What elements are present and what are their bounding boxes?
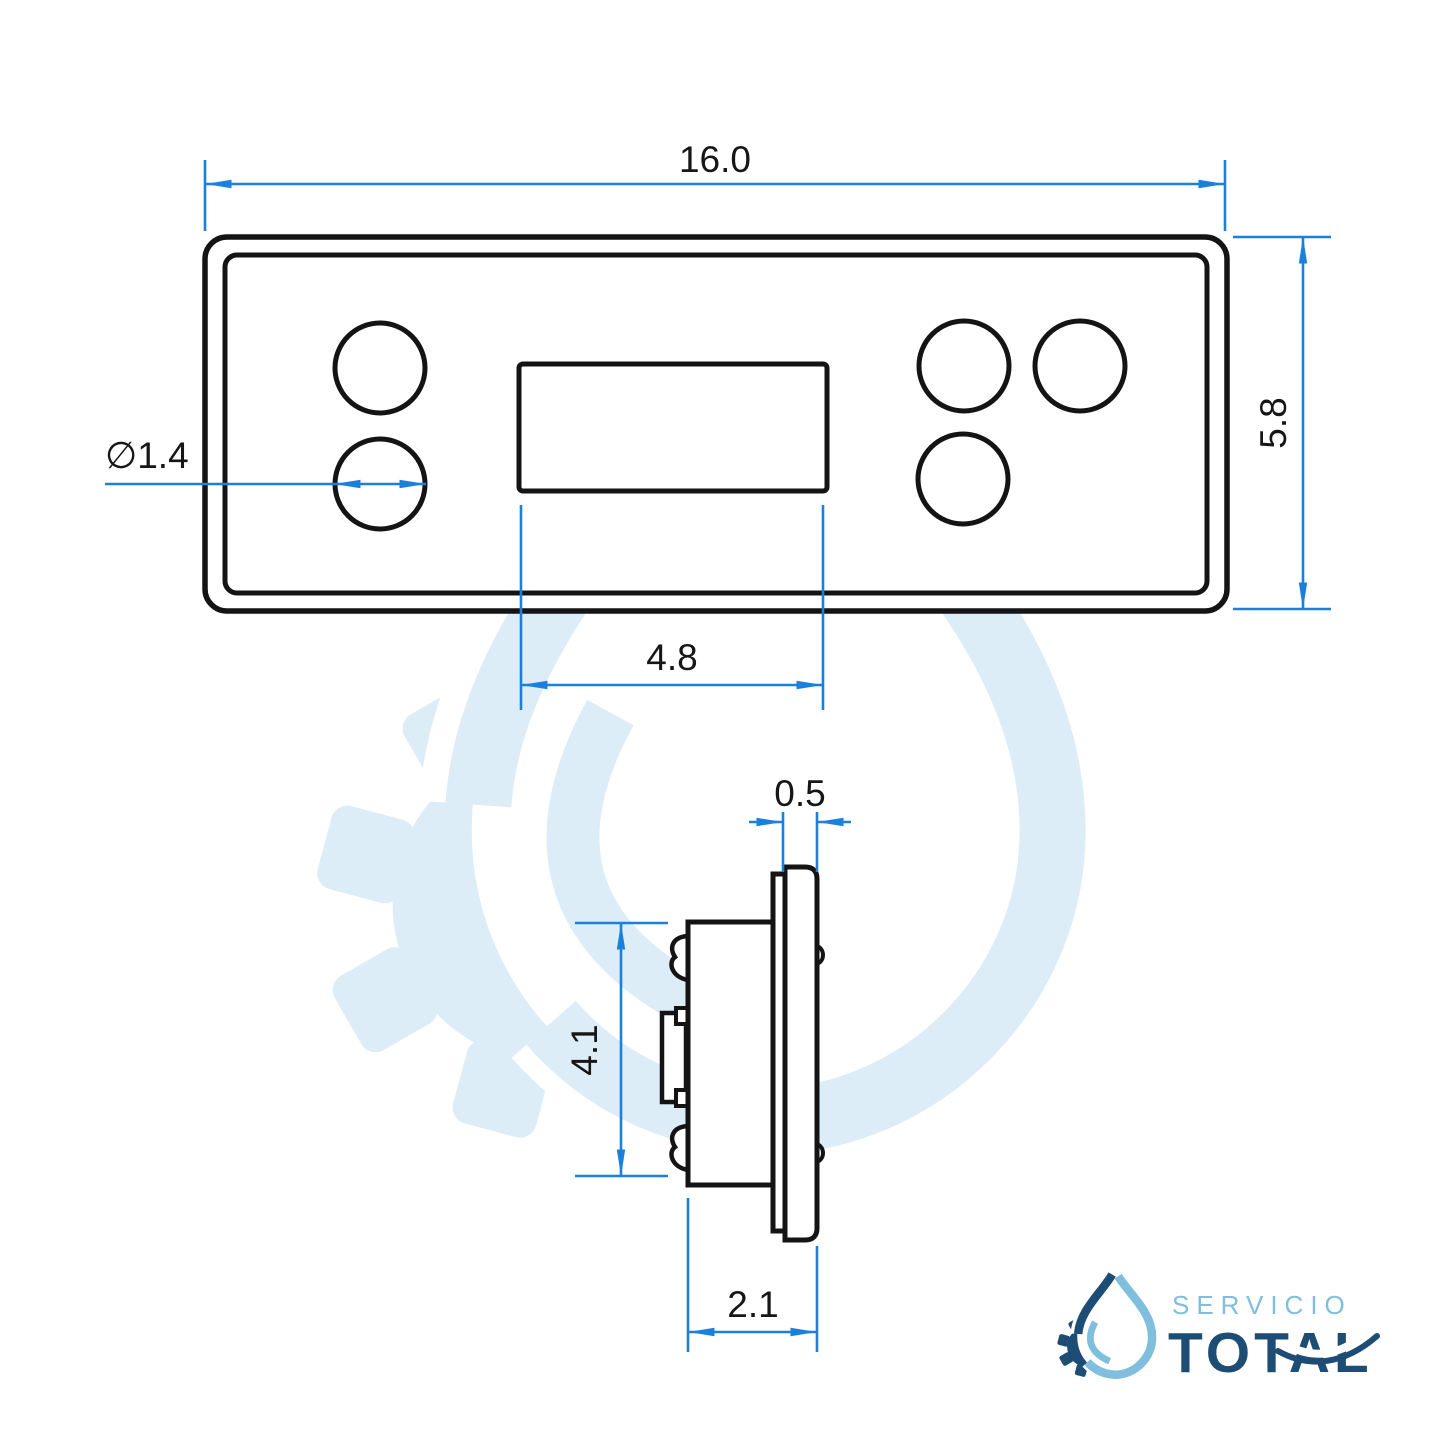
dimension-label-hole-diameter: ∅1.4 [105,435,189,476]
water-drop-gear-icon [1057,1269,1159,1382]
dimension-body-height: 4.1 [564,921,668,1178]
dimension-overall-depth: 2.1 [686,1198,819,1352]
logo-swoosh [1275,1333,1380,1365]
button-hole-top-right-1 [916,318,1012,414]
panel-inner-outline [222,252,1210,596]
display-window [516,361,830,494]
dimension-overall-height: 5.8 [1233,235,1331,611]
connector-bump-bottom [669,1123,691,1173]
dimension-overall-width: 16.0 [203,139,1227,231]
dimension-label-overall-width: 16.0 [679,139,751,180]
dimension-label-body-height: 4.1 [564,1024,605,1075]
servicio-total-logo: SERVICIO TOTAL [1057,1269,1380,1385]
dimension-label-display-width: 4.8 [646,637,697,678]
dimension-faceplate-thickness: 0.5 [749,773,851,872]
logo-text-servicio: SERVICIO [1172,1290,1352,1320]
button-hole-top-left [332,320,428,416]
button-hole-top-right-2 [1032,318,1128,414]
side-view [659,864,825,1243]
logo-swoosh-gap [1281,1327,1373,1358]
dimension-label-faceplate-thickness: 0.5 [774,773,825,814]
button-hole-bottom-right [915,431,1011,527]
front-view [202,234,1230,614]
faceplate-plate [782,864,820,1243]
dimension-hole-diameter: ∅1.4 [105,435,426,489]
connector-bump-top [669,933,691,983]
dimension-display-width: 4.8 [519,505,825,710]
dimension-label-overall-depth: 2.1 [727,1284,778,1325]
controller-body [685,919,776,1188]
dimension-label-overall-height: 5.8 [1253,397,1294,448]
